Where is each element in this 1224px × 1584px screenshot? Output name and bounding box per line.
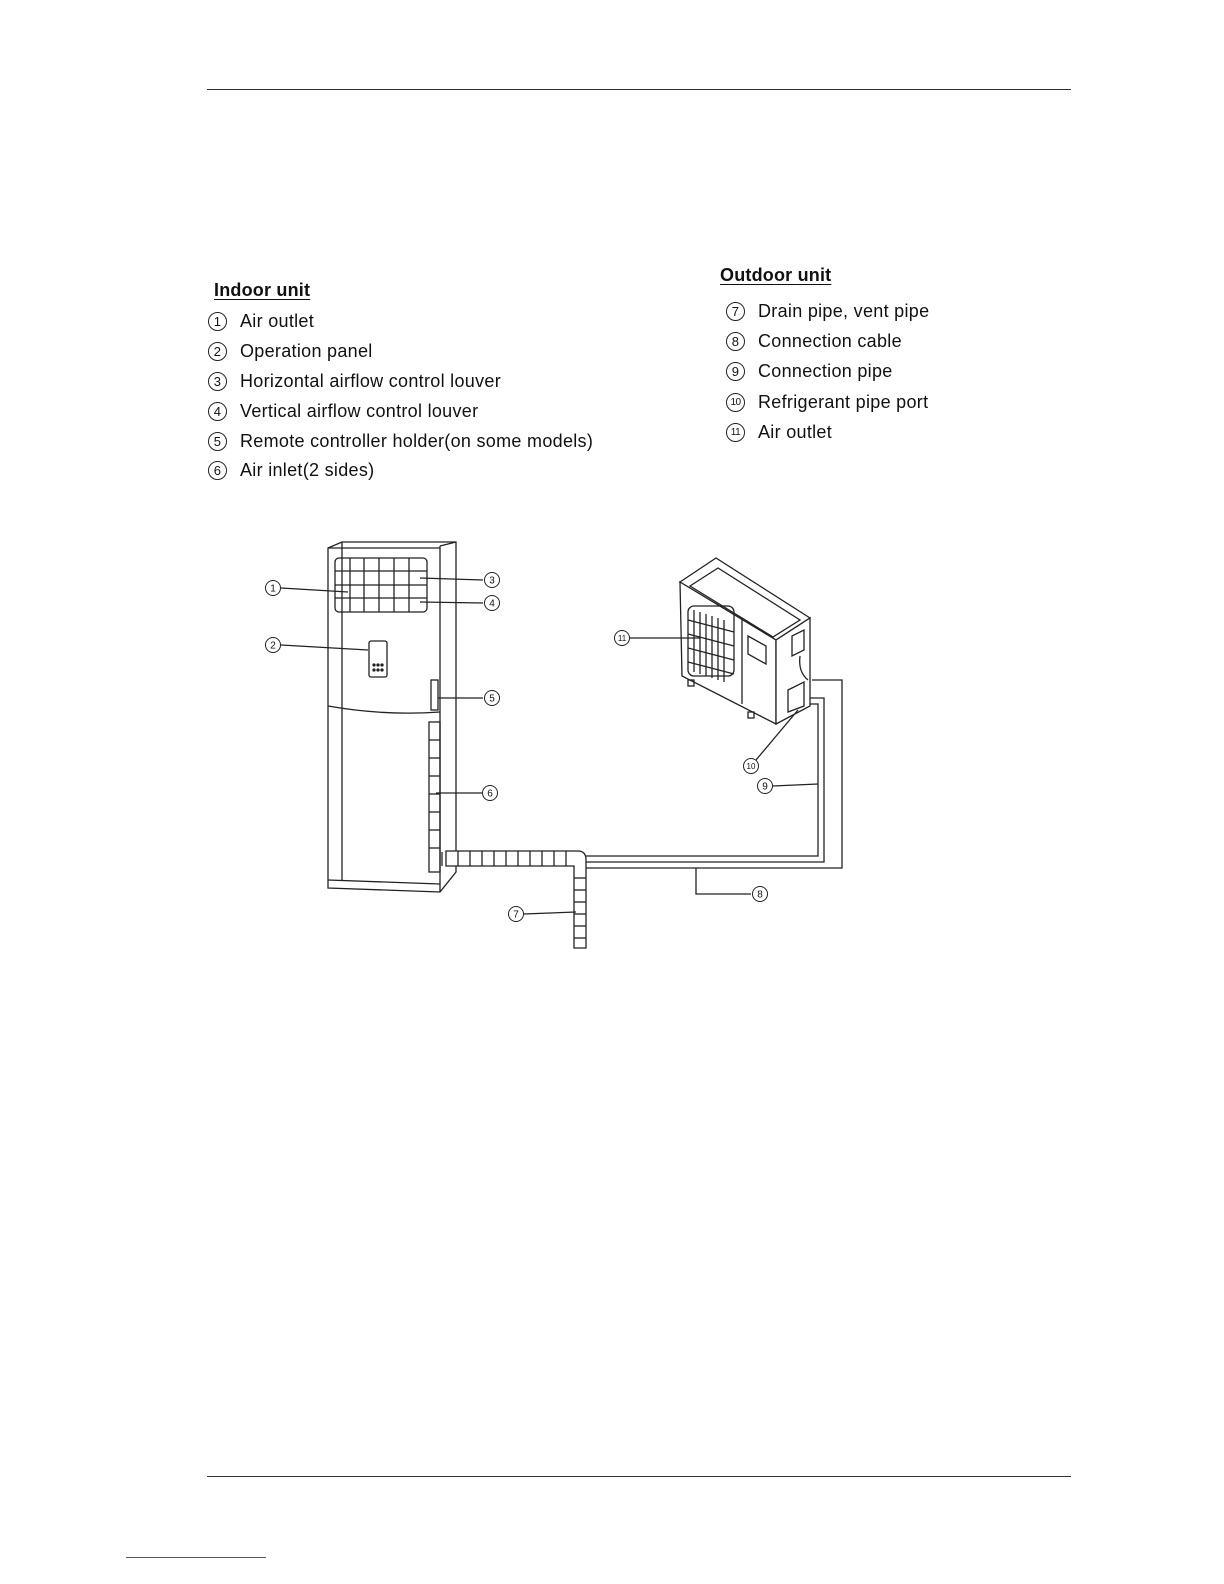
callout-number-icon: 7 [726,301,745,321]
legend-item-label: Drain pipe, vent pipe [758,300,930,321]
legend-item: 3 Horizontal airflow control louver [208,367,593,397]
indoor-unit-legend: Indoor unit 1 Air outlet 2 Operation panel… [208,280,593,486]
legend-item-label: Air inlet(2 sides) [240,460,375,481]
callout-number-icon: 5 [208,431,227,451]
diagram-callout-3: 3 [489,576,495,587]
legend-item-label: Air outlet [240,311,315,332]
drain-pipe-drawing [441,850,587,949]
diagram-callout-2: 2 [270,641,276,652]
legend-item: 5 Remote controller holder(on some models… [208,426,593,456]
diagram-callout-4: 4 [489,599,495,610]
legend-item-label: Horizontal airflow control louver [240,370,502,391]
legend-item-label: Refrigerant pipe port [758,391,929,412]
callout-number-icon: 8 [726,332,745,352]
header-rule [207,89,1071,90]
outdoor-unit-drawing [678,557,812,726]
indoor-unit-drawing [327,541,457,893]
legend-item-label: Connection cable [758,331,902,352]
legend-item-label: Connection pipe [758,361,893,382]
diagram-callout-8: 8 [757,890,763,901]
callout-number-icon: 11 [726,423,745,443]
footer-rule [207,1476,1071,1477]
callout-number-icon: 1 [208,312,227,332]
diagram-callout-5: 5 [489,694,495,705]
diagram-callout-7: 7 [513,910,519,921]
callout-number-icon: 2 [208,342,227,362]
diagram-callouts: 1 2 3 4 5 6 7 8 9 10 11 [265,572,773,922]
callout-number-icon: 4 [208,401,227,421]
indoor-unit-title: Indoor unit [214,280,311,300]
callout-number-icon: 6 [208,461,227,481]
legend-item: 8 Connection cable [726,326,929,356]
installation-diagram: 1 2 3 4 5 6 7 8 9 10 11 [265,541,843,949]
legend-item: 11 Air outlet [726,418,929,448]
legend-item: 1 Air outlet [208,307,593,337]
legend-item: 2 Operation panel [208,337,593,367]
diagram-callout-9: 9 [762,782,768,793]
diagram-callout-11: 11 [618,634,627,643]
legend-item: 4 Vertical airflow control louver [208,396,593,426]
legend-item: 10 Refrigerant pipe port [726,387,929,417]
legend-item: 7 Drain pipe, vent pipe [726,296,929,326]
diagram-callout-1: 1 [270,584,276,595]
footnote-rule [126,1557,266,1558]
legend-item: 6 Air inlet(2 sides) [208,456,593,486]
callout-number-icon: 9 [726,362,745,382]
callout-leaders [280,577,819,915]
connection-pipe-drawing [586,679,843,869]
legend-item-label: Vertical airflow control louver [240,400,479,421]
legend-item-label: Remote controller holder(on some models) [240,430,594,451]
legend-item-label: Air outlet [758,422,833,443]
diagram-callout-6: 6 [487,789,493,800]
diagram-callout-10: 10 [747,762,756,771]
legend-item-label: Operation panel [240,341,373,362]
legend-item: 9 Connection pipe [726,357,929,387]
callout-number-icon: 10 [726,392,745,412]
outdoor-unit-title: Outdoor unit [720,265,832,285]
callout-number-icon: 3 [208,371,227,391]
